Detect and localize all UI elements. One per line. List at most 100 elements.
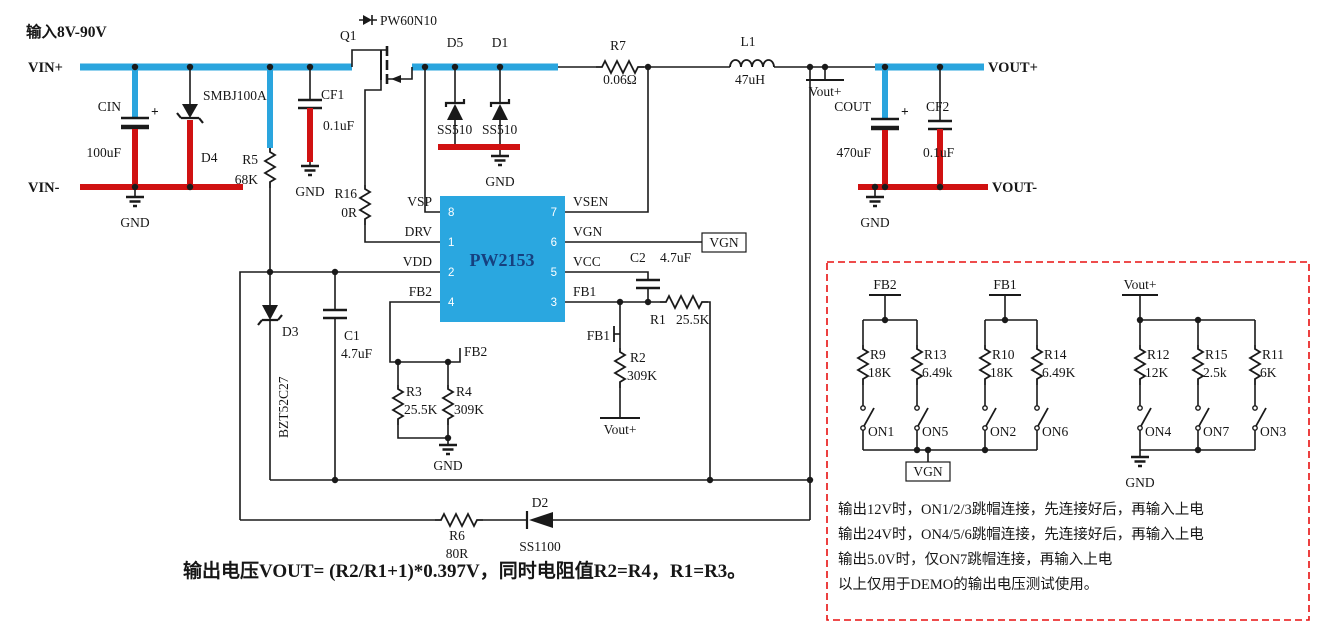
resistor-r6: R6 80R (434, 513, 484, 561)
cin-ref: CIN (98, 99, 122, 114)
pin-number: 7 (551, 207, 557, 219)
box-flag-fb2: FB2 (869, 277, 901, 320)
capacitor-c2: C2 4.7uF (565, 250, 692, 302)
svg-text:2.5k: 2.5k (1203, 365, 1227, 380)
pin-name-vgn: VGN (573, 224, 602, 239)
r4-value: 309K (454, 402, 484, 417)
d5-value: SS510 (437, 122, 473, 137)
gnd-label: GND (295, 184, 324, 199)
svg-text:VOUT-: VOUT- (992, 180, 1037, 196)
box-flag-fb1: FB1 (989, 277, 1021, 320)
pin-number: 1 (448, 237, 454, 249)
d4-ref: D4 (201, 150, 218, 165)
ground-input: GND (120, 187, 150, 230)
d1-ref: D1 (492, 35, 509, 50)
ic-name: PW2153 (470, 250, 535, 270)
c2-value: 4.7uF (660, 250, 692, 265)
d2-value: SS1100 (519, 539, 561, 554)
r3-value: 25.5K (404, 402, 438, 417)
svg-text:VGN: VGN (913, 464, 942, 479)
r4-ref: R4 (456, 384, 472, 399)
l1-value: 47uH (735, 72, 765, 87)
resistor-r7: R7 0.06Ω (595, 38, 645, 87)
cin-plus-sign: + (151, 104, 159, 119)
vsp-wire (424, 67, 440, 213)
pin-name-vcc: VCC (573, 254, 601, 269)
gnd-label: GND (120, 215, 149, 230)
svg-text:ON4: ON4 (1145, 424, 1171, 439)
net-flag-vgn: VGN (565, 232, 747, 253)
ic-body (440, 196, 565, 322)
capacitor-c1: C1 4.7uF (321, 272, 373, 480)
d3-ref: D3 (282, 324, 299, 339)
r2-value: 309K (627, 368, 657, 383)
svg-text:VOUT+: VOUT+ (988, 60, 1038, 76)
box-ground: GND (1125, 450, 1155, 490)
r6-ref: R6 (449, 528, 465, 543)
diode-d2: D2 SS1100 (519, 495, 561, 554)
note-line-4: 以上仅用于DEMO的输出电压测试使用。 (838, 576, 1098, 593)
c2-ref: C2 (630, 250, 646, 265)
pin-name-vdd: VDD (403, 254, 432, 269)
cf2-value: 0.1uF (923, 145, 955, 160)
svg-text:ON2: ON2 (990, 424, 1016, 439)
diode-d1: D1 SS510 (482, 35, 518, 146)
output-voltage-formula: 输出电压VOUT= (R2/R1+1)*0.397V，同时电阻值R2=R4，R1… (183, 559, 746, 582)
box-flag-vgn: VGN (905, 450, 951, 482)
resistor-r16: R16 0R (334, 184, 440, 243)
net-flag-fb2: FB2 (389, 301, 487, 363)
svg-text:R14: R14 (1044, 347, 1067, 362)
r16-ref: R16 (334, 186, 357, 201)
wires (30, 63, 1040, 521)
svg-text:6.49k: 6.49k (922, 365, 953, 380)
r1-ref: R1 (650, 312, 666, 327)
svg-text:ON6: ON6 (1042, 424, 1068, 439)
net-label-vout-minus: VOUT- (988, 177, 1054, 196)
cf1-ref: CF1 (321, 87, 344, 102)
cf1-value: 0.1uF (323, 118, 355, 133)
mosfet-source-arrow (391, 75, 401, 83)
net-label-vout-plus: VOUT+ (984, 57, 1050, 76)
r5-value: 68K (235, 172, 259, 187)
pin-number: 3 (551, 297, 557, 309)
svg-text:ON1: ON1 (868, 424, 894, 439)
resistor-r5: R5 68K (235, 67, 276, 305)
gnd-label: GND (485, 174, 514, 189)
l1-ref: L1 (741, 34, 756, 49)
pin-name-vsen: VSEN (573, 194, 609, 209)
resistor-r12: R12 12K (1134, 344, 1170, 386)
pin-number: 4 (448, 297, 455, 309)
svg-text:6K: 6K (1260, 365, 1277, 380)
d3-value: BZT52C27 (276, 376, 291, 438)
svg-text:R15: R15 (1205, 347, 1228, 362)
switch-on5: ON5 (913, 404, 948, 439)
resistor-r3: R3 25.5K (392, 362, 448, 439)
svg-text:VIN-: VIN- (28, 180, 60, 196)
pin-number: 2 (448, 267, 454, 279)
net-label-vin-minus: VIN- (24, 177, 80, 196)
cf2-ref: CF2 (926, 99, 949, 114)
net-flag-fb1: FB1 (587, 326, 620, 343)
svg-text:18K: 18K (868, 365, 892, 380)
zener-d3: D3 BZT52C27 (257, 305, 299, 480)
svg-text:R10: R10 (992, 347, 1015, 362)
svg-text:Vout+: Vout+ (1124, 277, 1157, 292)
pin-name-fb2: FB2 (409, 284, 432, 299)
net-flag-vout-sense: Vout+ (806, 67, 844, 99)
c1-ref: C1 (344, 328, 360, 343)
pin-name-drv: DRV (405, 224, 433, 239)
cout-value: 470uF (836, 145, 871, 160)
resistor-r13: R13 6.49k (911, 344, 953, 386)
switch-on3: ON3 (1251, 404, 1286, 439)
resistor-r2: Vout+ R2 309K (600, 302, 657, 437)
svg-text:FB1: FB1 (993, 277, 1016, 292)
box-flag-vout: Vout+ (1122, 277, 1158, 320)
svg-text:6.49K: 6.49K (1042, 365, 1076, 380)
svg-text:18K: 18K (990, 365, 1014, 380)
capacitor-cout: COUT + 470uF (834, 67, 909, 187)
switch-on2: ON2 (981, 404, 1016, 439)
vsen-wire (565, 67, 649, 213)
cout-ref: COUT (834, 99, 872, 114)
svg-text:ON3: ON3 (1260, 424, 1286, 439)
